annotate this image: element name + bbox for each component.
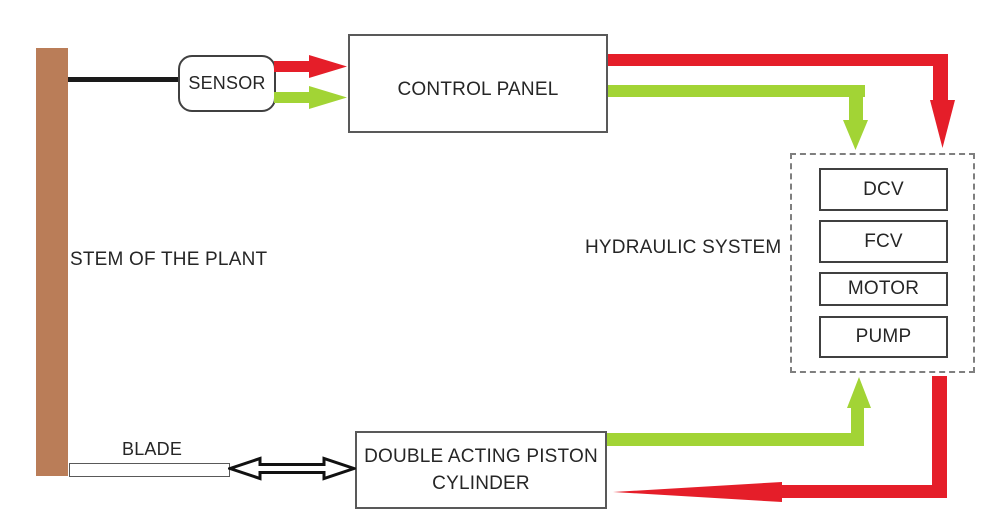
red-arrow-sensor-to-control-panel (274, 55, 347, 78)
green-arrow-piston-to-hydraulic (607, 377, 871, 446)
red-arrow-hydraulic-to-piston (613, 376, 947, 502)
red-arrow-control-panel-to-hydraulic (608, 54, 955, 148)
control-panel-label: CONTROL PANEL (397, 78, 559, 100)
plant-stem-bar (36, 48, 68, 476)
motor-label: MOTOR (847, 278, 920, 299)
double-headed-arrow-blade-piston (228, 456, 356, 481)
stem-to-sensor-wire (68, 77, 178, 82)
component-fcv: FCV (819, 220, 948, 263)
component-dcv: DCV (819, 168, 948, 211)
blade-label: BLADE (122, 439, 183, 459)
blade-bar (69, 463, 230, 477)
fcv-label: FCV (864, 230, 903, 252)
stem-label: STEM OF THE PLANT (70, 249, 268, 270)
hydraulic-system-container (790, 153, 975, 373)
sensor-node: SENSOR (178, 55, 276, 112)
control-panel-node: CONTROL PANEL (348, 34, 608, 133)
dcv-label: DCV (863, 178, 904, 200)
component-motor: MOTOR (819, 272, 948, 306)
piston-label-line2: CYLINDER (432, 473, 530, 494)
pump-label: PUMP (855, 326, 912, 347)
piston-label-line1: DOUBLE ACTING PISTON (364, 446, 598, 467)
green-arrow-sensor-to-control-panel (274, 86, 347, 109)
sensor-label: SENSOR (188, 73, 266, 93)
component-pump: PUMP (819, 316, 948, 358)
green-arrow-control-panel-to-hydraulic (608, 85, 868, 150)
hydraulic-system-label: HYDRAULIC SYSTEM (585, 237, 782, 258)
piston-cylinder-node: DOUBLE ACTING PISTON CYLINDER (355, 431, 607, 509)
